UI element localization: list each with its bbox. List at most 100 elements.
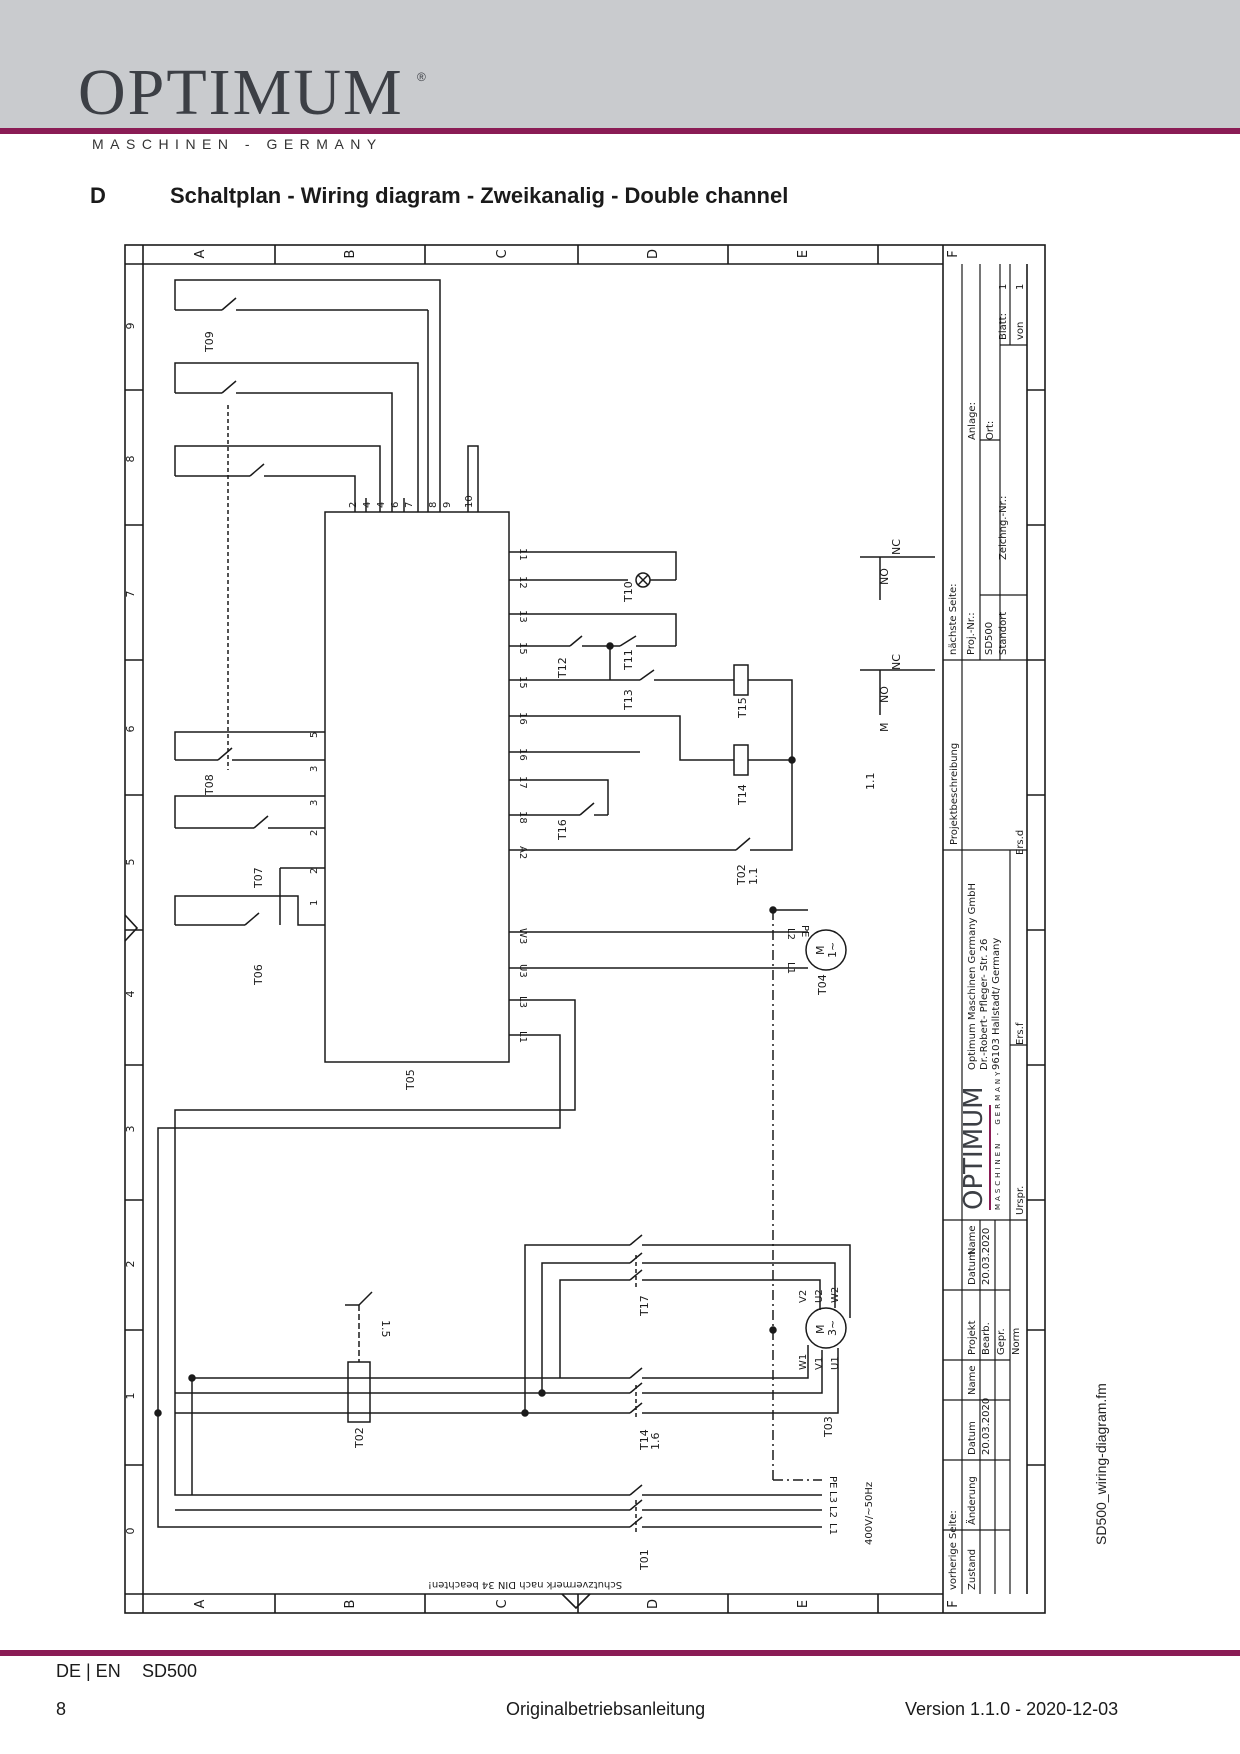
diagram-label: Projektbeschreibung (949, 743, 960, 845)
t02-label: T02 (353, 1427, 366, 1449)
diagram-label: 20.03.2020 (981, 1398, 992, 1455)
diagram-label: 2 (348, 502, 359, 508)
diagram-label: 1 (309, 900, 320, 906)
t10-label: T10 (622, 581, 635, 603)
brand-registered-mark: ® (417, 70, 426, 84)
row-letters-top: A B C D E F (193, 249, 961, 259)
diagram-label: 5 (309, 732, 320, 738)
header-band (0, 0, 1240, 128)
diagram-label: L2 (785, 928, 796, 940)
row-letter: C (495, 249, 510, 258)
diagram-label: U3 (517, 964, 528, 978)
diagram-label: Bearb. (981, 1322, 992, 1355)
col-number: 5 (124, 859, 137, 866)
diagram-label: 1 (998, 284, 1009, 290)
t07-label: T07 (252, 867, 265, 889)
diagram-label: U2 (814, 1289, 825, 1303)
t08-label: T08 (203, 774, 216, 796)
diagram-frame (124, 244, 1046, 1614)
diagram-label: 3 (309, 800, 320, 806)
diagram-label: M (814, 1325, 827, 1335)
diagram-label: Urspr. (1015, 1186, 1026, 1215)
t09-label: T09 (203, 331, 216, 353)
t04-label: T04 (816, 974, 829, 996)
t06-label: T06 (252, 964, 265, 986)
diagram-label: 96103 Hallstadt/ Germany (991, 938, 1002, 1070)
diagram-label: Gepr. (996, 1328, 1007, 1355)
diagram-label: Standort (998, 612, 1009, 655)
col-number: 9 (124, 323, 137, 330)
t02-ref-label: 1.1 (747, 868, 760, 886)
diagram-label: 17 (517, 776, 528, 789)
col-number: 1 (124, 1393, 137, 1400)
col-number: 6 (124, 726, 137, 733)
col-number: 8 (124, 456, 137, 463)
diagram-label: W1 (798, 1354, 809, 1370)
row-letter: B (343, 1600, 358, 1609)
din-note: Schutzvermerk nach DIN 34 beachten! (428, 1579, 622, 1590)
diagram-label: NO (878, 568, 891, 585)
footer-model: SD500 (142, 1661, 198, 1681)
diagram-label: L2 (827, 1506, 838, 1518)
col-number: 7 (124, 591, 137, 598)
diagram-label: 2 (309, 830, 320, 836)
title-block (943, 264, 1027, 1594)
diagram-label: 16 (517, 712, 528, 725)
diagram-label: 12 (517, 576, 528, 589)
col-number: 3 (124, 1126, 137, 1133)
diagram-label: Anlage: (967, 402, 978, 440)
t01-label: T01 (638, 1549, 651, 1571)
diagram-label: Name (967, 1225, 978, 1255)
row-letter: A (193, 249, 208, 258)
row-letter: D (646, 1599, 661, 1609)
diagram-label: Änderung (965, 1476, 978, 1525)
diagram-label: Optimum Maschinen Germany GmbH (967, 883, 978, 1070)
footer-version: Version 1.1.0 - 2020-12-03 (905, 1699, 1119, 1719)
diagram-label: NO (878, 686, 891, 703)
diagram-label: MASCHINEN - GERMANY (994, 1069, 1002, 1210)
diagram-label: 4 (376, 502, 387, 508)
t17-label: T17 (638, 1295, 651, 1317)
t05-box (324, 511, 510, 1063)
row-letter: B (343, 250, 358, 259)
diagram-label: V2 (798, 1290, 809, 1303)
side-filename: SD500_wiring-diagram.fm (1093, 1383, 1109, 1545)
row-letter: D (646, 249, 661, 259)
diagram-label: W3 (517, 928, 528, 944)
supply-labels: PE L3 L2 L1 400V/~50Hz (827, 1476, 875, 1545)
diagram-label: A2 (517, 846, 528, 859)
diagram-label: 3 (309, 766, 320, 772)
diagram-label: 11 (517, 548, 528, 561)
diagram-label: 16 (517, 748, 528, 761)
diagram-label: nächste Seite: (948, 584, 959, 655)
diagram-label: L3 (517, 996, 528, 1008)
brand-subtitle: MASCHINEN - GERMANY (92, 136, 383, 152)
t11-label: T11 (622, 649, 635, 671)
diagram-label: OPTIMUM (959, 1086, 989, 1210)
wiring (154, 279, 935, 1535)
t13-label: T13 (622, 689, 635, 711)
t12-label: T12 (556, 657, 569, 679)
contact-ref-label: 1.1 (864, 773, 877, 791)
row-letter: F (946, 250, 961, 257)
diagram-label: Datum (967, 1251, 978, 1285)
t16-label: T16 (556, 819, 569, 841)
diagram-label: Zeichng.-Nr.: (998, 496, 1009, 560)
diagram-label: M (814, 946, 827, 956)
diagram-label: 13 (517, 610, 528, 623)
q1-ref-label: 1.5 (379, 1320, 392, 1338)
column-numbers: 9 8 7 6 5 4 3 2 1 0 (124, 323, 137, 1535)
t14-label: T14 (736, 784, 749, 806)
wiring-diagram: A B C D E F A B C D E F 9 8 7 6 5 4 3 2 … (124, 244, 1046, 1614)
diagram-label: PE (799, 925, 810, 937)
diagram-label: Ort: (985, 421, 996, 440)
diagram-label: 9 (442, 502, 453, 508)
diagram-label: L1 (827, 1523, 838, 1535)
diagram-label: 3~ (826, 1320, 839, 1336)
t02-contact-label: T02 (735, 864, 748, 886)
section-letter: D (90, 183, 106, 208)
diagram-label: W2 (830, 1287, 841, 1303)
diagram-label: 2 (309, 868, 320, 874)
diagram-label: M (878, 723, 891, 733)
diagram-label: Projekt (967, 1320, 978, 1355)
